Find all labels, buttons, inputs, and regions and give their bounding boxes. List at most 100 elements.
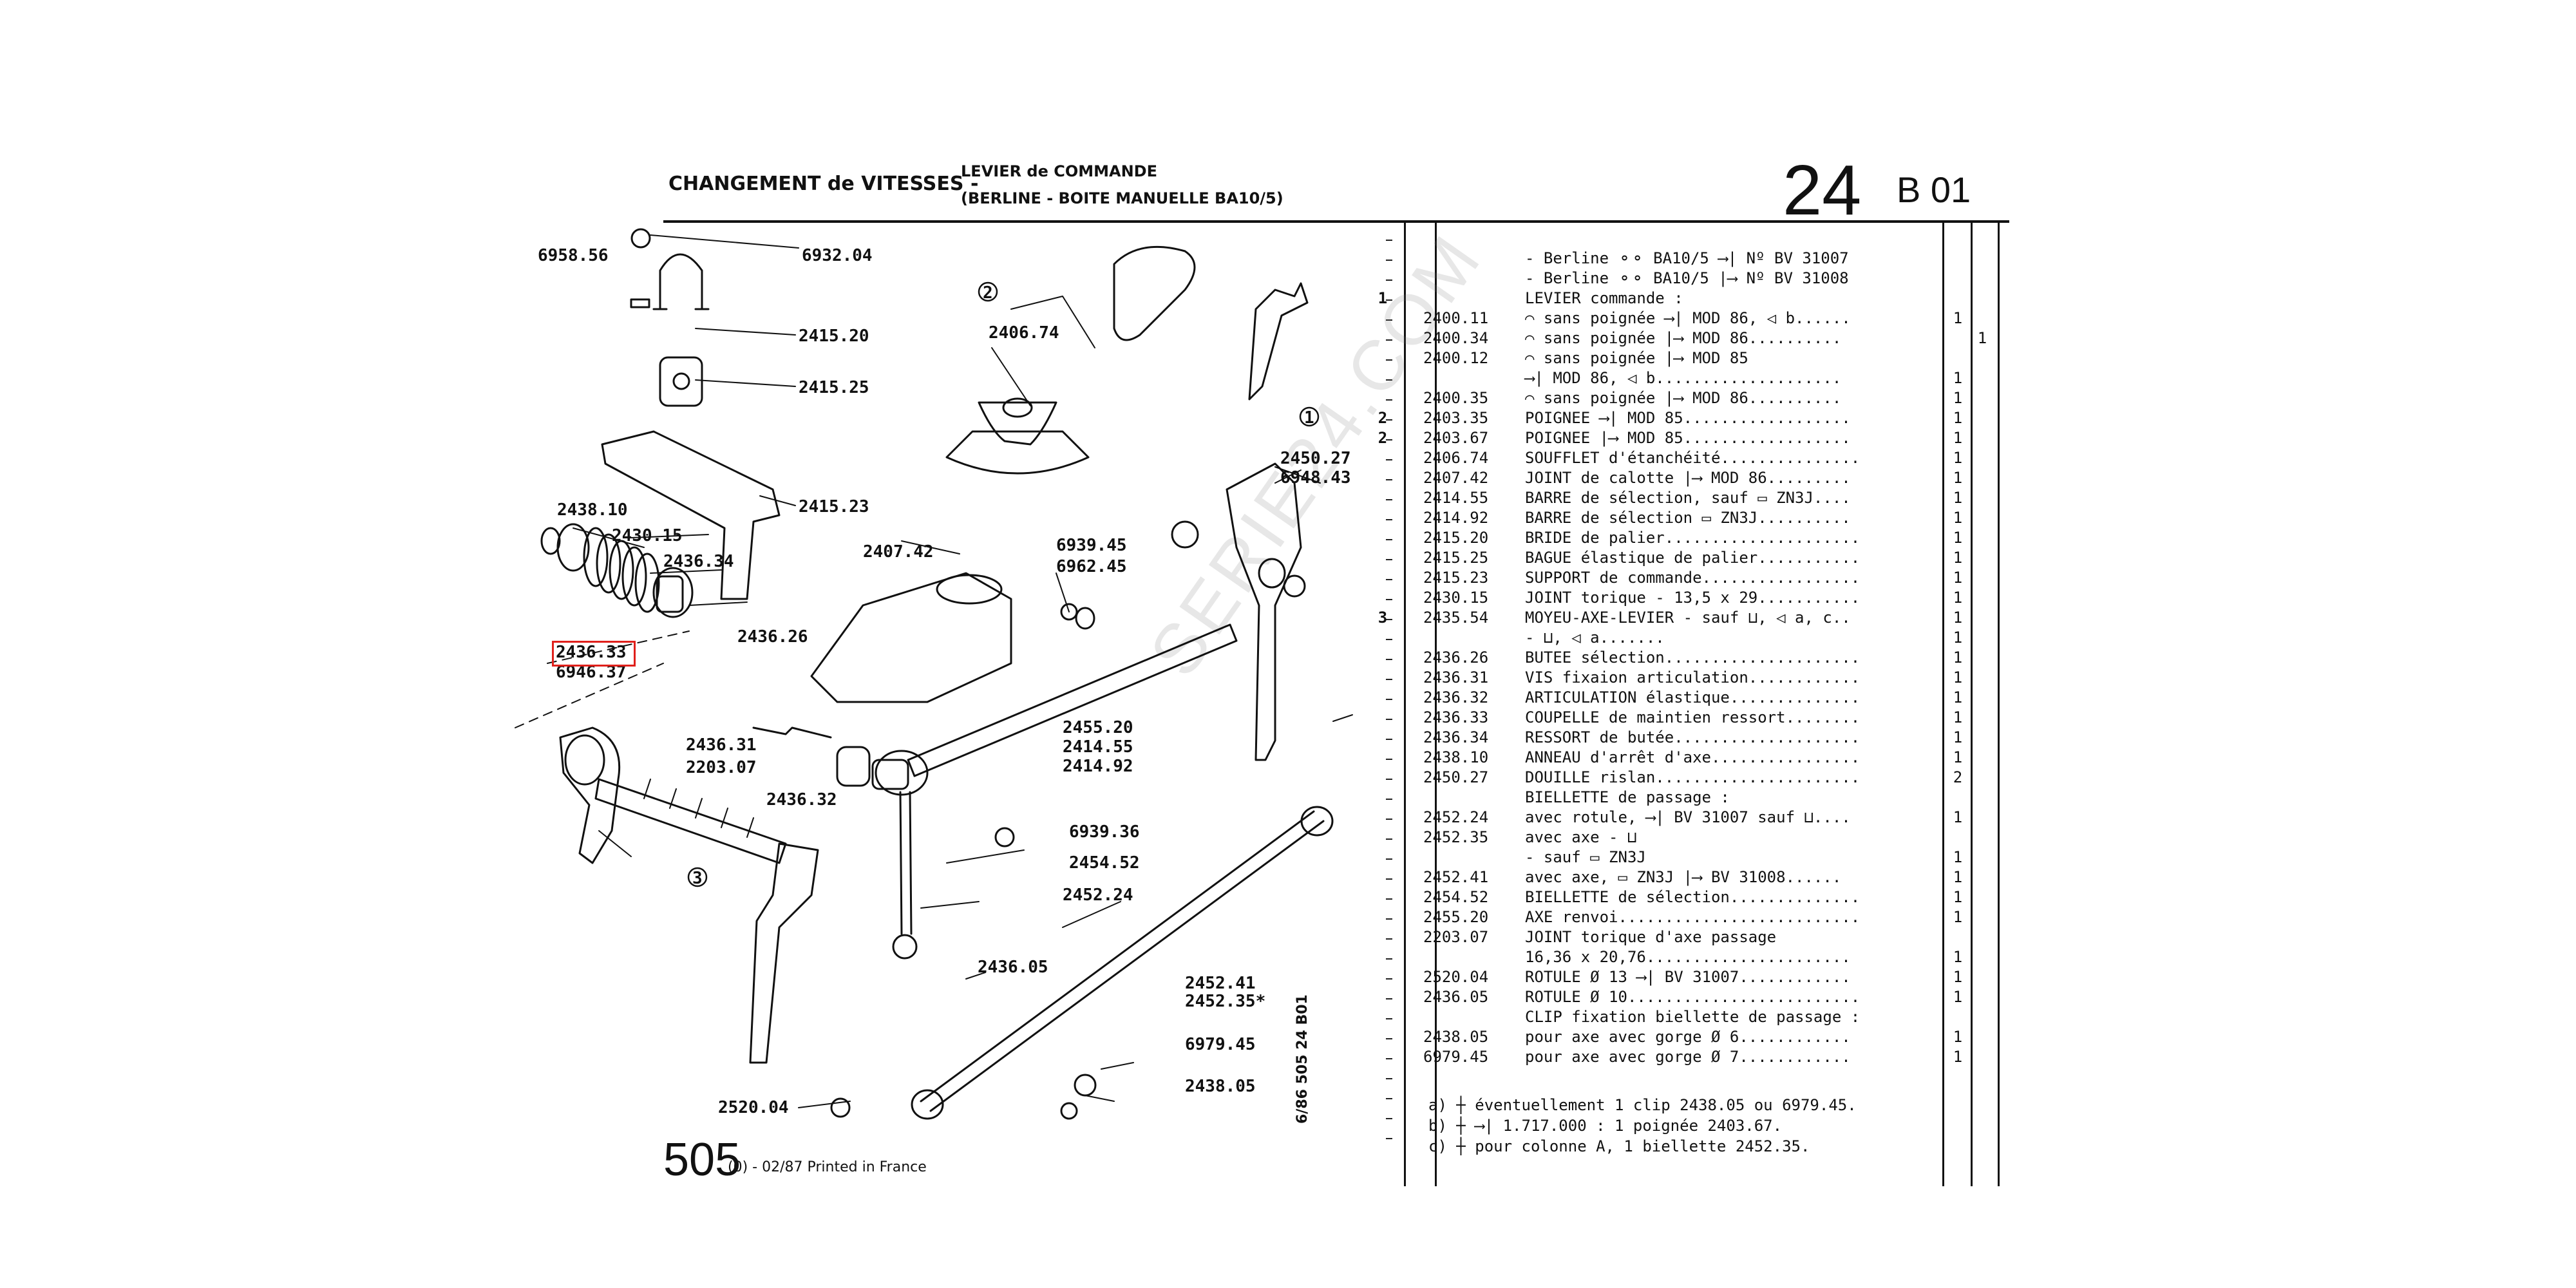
part-ref: 2454.52 — [1423, 888, 1489, 906]
part-qty: 1 — [1953, 469, 1963, 487]
list-item: 16,36 x 20,76......................1 — [1423, 947, 1962, 967]
part-ref: 2400.35 — [1423, 389, 1489, 407]
section-code: B 01 — [1897, 169, 1971, 210]
main-lever-body — [1226, 462, 1302, 761]
part-desc: CLIP fixation biellette de passage : — [1525, 1008, 1861, 1026]
row-tick — [1386, 619, 1392, 620]
callout-3: 3 — [692, 869, 703, 888]
part-qty: 1 — [1953, 529, 1963, 547]
row-tick — [1386, 1038, 1392, 1039]
list-item: - Berline ⚬⚬ BA10/5 ⟶| Nº BV 31007 — [1423, 249, 1951, 269]
part-qty: 1 — [1953, 569, 1963, 587]
part-ref: 2438.10 — [1423, 748, 1489, 766]
part-qty: 1 — [1953, 708, 1963, 726]
section-number: 24 — [1783, 151, 1862, 230]
part-qty: 1 — [1953, 748, 1963, 766]
part-desc: BARRE de sélection, sauf ▭ ZN3J.... — [1525, 489, 1851, 507]
row-tick — [1386, 539, 1392, 540]
label-2436-26: 2436.26 — [737, 627, 808, 647]
elastic-joint — [836, 746, 871, 787]
list-item: - Berline ⚬⚬ BA10/5 |⟶ Nº BV 31008 — [1423, 269, 1951, 289]
label-2415-25: 2415.25 — [799, 378, 869, 397]
part-desc: BIELLETTE de passage : — [1525, 788, 1730, 806]
part-qty: 1 — [1953, 409, 1963, 427]
row-tick — [1386, 359, 1392, 361]
part-desc: - ⊔, ◁ a....... — [1525, 629, 1665, 647]
row-tick — [1386, 319, 1392, 321]
part-desc: ROTULE Ø 13 ⟶| BV 31007............ — [1525, 968, 1851, 986]
row-tick — [1386, 240, 1392, 241]
part-desc: - Berline ⚬⚬ BA10/5 |⟶ Nº BV 31008 — [1525, 269, 1849, 287]
label-2436-34: 2436.34 — [663, 552, 734, 571]
part-desc: POIGNEE ⟶| MOD 85.................. — [1525, 409, 1851, 427]
row-tick — [1386, 838, 1392, 840]
part-ref: 2520.04 — [1423, 968, 1489, 986]
row-tick — [1386, 759, 1392, 760]
list-item: 2436.33 COUPELLE de maintien ressort.....… — [1423, 708, 1962, 728]
label-2452-35: 2452.35* — [1185, 992, 1265, 1011]
qty-col-border-3 — [1998, 220, 2000, 1186]
row-tick — [1386, 579, 1392, 580]
part-ref: 2452.24 — [1423, 808, 1489, 826]
footnote-c: c) ┼ pour colonne A, 1 biellette 2452.35… — [1428, 1137, 1810, 1155]
part-ref: 2430.15 — [1423, 589, 1489, 607]
part-ref: 2414.55 — [1423, 489, 1489, 507]
part-desc: avec axe, ▭ ZN3J |⟶ BV 31008...... — [1525, 868, 1842, 886]
part-ref: 2436.33 — [1423, 708, 1489, 726]
part-ref: 2435.54 — [1423, 609, 1489, 627]
washer-6958-56 — [630, 298, 650, 308]
part-desc: LEVIER commande : — [1525, 289, 1683, 307]
label-2452-24: 2452.24 — [1063, 886, 1133, 905]
label-2454-52: 2454.52 — [1069, 853, 1140, 873]
row-tick — [1386, 918, 1392, 920]
part-qty: 1 — [1953, 649, 1963, 667]
gear-knob — [1113, 245, 1196, 341]
o-ring-2430-15 — [556, 523, 590, 572]
row-tick — [1386, 1138, 1392, 1139]
row-tick — [1386, 739, 1392, 740]
row-tick — [1386, 699, 1392, 700]
footnotes: a) ┼ éventuellement 1 clip 2438.05 ou 69… — [1428, 1095, 1857, 1157]
part-desc: COUPELLE de maintien ressort........ — [1525, 708, 1861, 726]
part-qty: 1 — [1953, 888, 1963, 906]
row-tick — [1386, 938, 1392, 940]
part-ref: 2438.05 — [1423, 1028, 1489, 1046]
part-ref: 2452.41 — [1423, 868, 1489, 886]
list-item: BIELLETTE de passage : — [1423, 788, 1951, 808]
label-2438-05: 2438.05 — [1185, 1077, 1256, 1096]
row-tick — [1386, 439, 1392, 440]
part-no: 3 — [1378, 609, 1388, 627]
part-desc: BRIDE de palier..................... — [1525, 529, 1861, 547]
label-6958-56: 6958.56 — [538, 246, 609, 265]
row-tick — [1386, 519, 1392, 520]
part-desc: VIS fixaion articulation............ — [1525, 668, 1861, 687]
part-qty: 1 — [1953, 369, 1963, 387]
part-desc: 16,36 x 20,76...................... — [1525, 948, 1851, 966]
highlight-box — [552, 641, 636, 667]
row-tick — [1386, 260, 1392, 261]
gaiter-2406-74 — [978, 401, 1057, 446]
lower-lever — [749, 842, 819, 1064]
part-desc: ⟶| MOD 86, ◁ b.................... — [1525, 369, 1842, 387]
part-ref: 2403.67 — [1423, 429, 1489, 447]
label-6939-45: 6939.45 — [1056, 536, 1127, 555]
label-2407-42: 2407.42 — [863, 542, 934, 562]
list-item: 2400.12⌒ sans poignée |⟶ MOD 85 — [1423, 348, 1951, 368]
footnote-a: a) ┼ éventuellement 1 clip 2438.05 ou 69… — [1428, 1096, 1857, 1114]
part-ref: 2436.34 — [1423, 728, 1489, 746]
subtitle-line-2: (BERLINE - BOITE MANUELLE BA10/5) — [961, 189, 1283, 207]
